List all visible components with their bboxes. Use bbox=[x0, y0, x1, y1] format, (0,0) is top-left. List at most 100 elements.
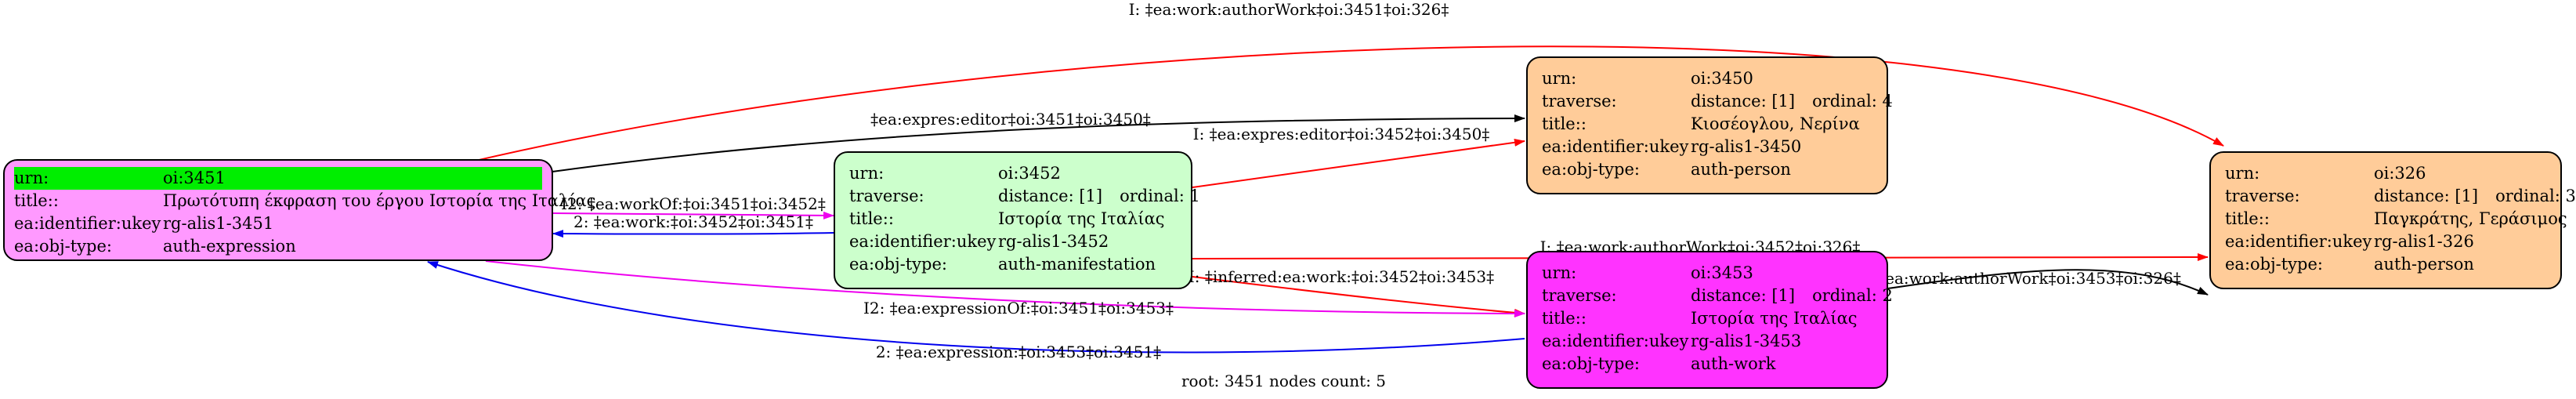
node-value: auth-work bbox=[1691, 354, 1776, 373]
edge-label-work-3452-3451: 2: ‡ea:work:‡oi:3452‡oi:3451‡ bbox=[573, 212, 813, 231]
node-key: ea:obj-type: bbox=[14, 237, 112, 256]
node-value: auth-person bbox=[2374, 255, 2474, 274]
edge-label-expres-editor-3451-3450: ‡ea:expres:editor‡oi:3451‡oi:3450‡ bbox=[870, 110, 1151, 129]
edge-authorwork-3451-326 bbox=[461, 45, 2224, 165]
node-key: ea:obj-type: bbox=[849, 255, 947, 274]
node-oi-326[interactable]: urn: oi:326 traverse: distance: [1] ordin… bbox=[2209, 151, 2576, 289]
node-row-urn: urn: oi:3450 bbox=[1542, 67, 1872, 90]
edge-inferred-3452-3453 bbox=[1192, 276, 1525, 317]
node-row-urn: urn: oi:3452 bbox=[849, 162, 1177, 185]
edge-work-3452-3451 bbox=[552, 230, 834, 238]
node-row-traverse: traverse: distance: [1] ordinal: 1 bbox=[849, 185, 1200, 208]
node-key: urn: bbox=[1542, 263, 1577, 282]
traverse-ordinal: ordinal: 4 bbox=[1812, 92, 1893, 111]
node-key: traverse: bbox=[849, 187, 924, 205]
node-value: auth-expression bbox=[163, 237, 296, 256]
node-oi-3451[interactable]: urn: oi:3451 title:: Πρωτότυπη έκφραση τ… bbox=[3, 159, 595, 261]
node-row-ukey: ea:identifier:ukey rg-alis1-3451 bbox=[14, 212, 542, 235]
node-value: Ιστορία της Ιταλίας bbox=[1691, 309, 1858, 328]
node-value: Παγκράτης, Γεράσιμος bbox=[2374, 209, 2567, 228]
node-value: distance: [1] ordinal: 2 bbox=[1691, 285, 1893, 307]
node-key: traverse: bbox=[1542, 286, 1617, 305]
node-value: Κιοσέογλου, Νερίνα bbox=[1691, 114, 1860, 133]
node-row-title: title:: Κιοσέογλου, Νερίνα bbox=[1542, 113, 1872, 136]
node-key: ea:identifier:ukey bbox=[849, 232, 997, 251]
node-key: ea:obj-type: bbox=[2225, 255, 2323, 274]
node-value: rg-alis1-326 bbox=[2374, 232, 2474, 251]
node-value: Ιστορία της Ιταλίας bbox=[998, 209, 1165, 228]
edge-label-expres-editor-3452-3450: I: ‡ea:expres:editor‡oi:3452‡oi:3450‡ bbox=[1193, 125, 1490, 143]
node-row-urn: urn: oi:3451 bbox=[14, 167, 542, 190]
edge-expres-editor-3451-3450 bbox=[552, 114, 1525, 172]
node-key: ea:identifier:ukey bbox=[14, 214, 161, 233]
node-row-urn: urn: oi:3453 bbox=[1542, 262, 1872, 285]
edge-expressionof-3451-3453 bbox=[485, 260, 1525, 317]
node-value: auth-person bbox=[1691, 160, 1791, 179]
traverse-distance: distance: [1] bbox=[1691, 92, 1796, 111]
node-row-traverse: traverse: distance: [1] ordinal: 4 bbox=[1542, 90, 1893, 113]
node-oi-3452[interactable]: urn: oi:3452 traverse: distance: [1] ordi… bbox=[834, 151, 1200, 289]
traverse-distance: distance: [1] bbox=[2374, 187, 2479, 205]
edge-authorwork-3453-326 bbox=[1887, 269, 2209, 296]
node-row-ukey: ea:identifier:ukey rg-alis1-3450 bbox=[1542, 136, 1872, 158]
traverse-ordinal: ordinal: 3 bbox=[2495, 187, 2576, 205]
node-row-title: title:: Παγκράτης, Γεράσιμος bbox=[2225, 208, 2567, 230]
node-row-obj-type: ea:obj-type: auth-person bbox=[1542, 158, 1872, 181]
edge-expres-editor-3452-3450 bbox=[1192, 138, 1525, 188]
node-row-title: title:: Πρωτότυπη έκφραση του έργου Ιστο… bbox=[14, 190, 595, 212]
node-value: rg-alis1-3453 bbox=[1691, 332, 1802, 350]
node-key: ea:identifier:ukey bbox=[1542, 332, 1689, 350]
traverse-ordinal: ordinal: 1 bbox=[1120, 187, 1200, 205]
node-row-title: title:: Ιστορία της Ιταλίας bbox=[849, 208, 1177, 230]
node-key: traverse: bbox=[1542, 92, 1617, 111]
node-value: distance: [1] ordinal: 4 bbox=[1691, 90, 1893, 113]
edge-workof-3451-3452 bbox=[552, 211, 834, 219]
graph-footer: root: 3451 nodes count: 5 bbox=[1181, 372, 1387, 390]
node-value: oi:3452 bbox=[998, 164, 1061, 183]
node-row-obj-type: ea:obj-type: auth-manifestation bbox=[849, 253, 1177, 276]
node-key: title:: bbox=[1542, 309, 1586, 328]
node-row-ukey: ea:identifier:ukey rg-alis1-3453 bbox=[1542, 330, 1872, 353]
node-key: ea:obj-type: bbox=[1542, 160, 1640, 179]
node-value: oi:3450 bbox=[1691, 69, 1753, 88]
node-value: oi:326 bbox=[2374, 164, 2426, 183]
node-row-traverse: traverse: distance: [1] ordinal: 2 bbox=[1542, 285, 1893, 307]
node-key: urn: bbox=[2225, 164, 2260, 183]
node-value: oi:3451 bbox=[163, 169, 226, 187]
node-value: distance: [1] ordinal: 3 bbox=[2374, 185, 2576, 208]
node-value: Πρωτότυπη έκφραση του έργου Ιστορία της … bbox=[163, 191, 596, 210]
node-value: auth-manifestation bbox=[998, 255, 1156, 274]
edge-label-inferred-3452-3453: I: ‡inferred:ea:work:‡oi:3452‡oi:3453‡ bbox=[1189, 267, 1494, 286]
node-row-obj-type: ea:obj-type: auth-work bbox=[1542, 353, 1872, 375]
node-row-ukey: ea:identifier:ukey rg-alis1-3452 bbox=[849, 230, 1177, 253]
node-key: ea:identifier:ukey bbox=[1542, 137, 1689, 156]
node-key: traverse: bbox=[2225, 187, 2300, 205]
node-key: urn: bbox=[14, 169, 49, 187]
node-oi-3450[interactable]: urn: oi:3450 traverse: distance: [1] ordi… bbox=[1526, 56, 1893, 194]
node-key: title:: bbox=[2225, 209, 2270, 228]
node-key: title:: bbox=[14, 191, 59, 210]
node-key: title:: bbox=[1542, 114, 1586, 133]
node-row-obj-type: ea:obj-type: auth-person bbox=[2225, 253, 2546, 276]
node-row-ukey: ea:identifier:ukey rg-alis1-326 bbox=[2225, 230, 2546, 253]
node-value: rg-alis1-3451 bbox=[163, 214, 274, 233]
node-row-title: title:: Ιστορία της Ιταλίας bbox=[1542, 307, 1872, 330]
edge-expression-3453-3451 bbox=[427, 261, 1525, 354]
edge-label-expression-3453-3451: 2: ‡ea:expression:‡oi:3453‡oi:3451‡ bbox=[876, 343, 1161, 361]
node-row-traverse: traverse: distance: [1] ordinal: 3 bbox=[2225, 185, 2576, 208]
node-key: urn: bbox=[1542, 69, 1577, 88]
traverse-distance: distance: [1] bbox=[1691, 286, 1796, 305]
node-key: ea:obj-type: bbox=[1542, 354, 1640, 373]
node-row-obj-type: ea:obj-type: auth-expression bbox=[14, 235, 542, 258]
node-value: rg-alis1-3450 bbox=[1691, 137, 1802, 156]
edge-label-authorwork-3451-326: I: ‡ea:work:authorWork‡oi:3451‡oi:326‡ bbox=[1129, 0, 1449, 19]
node-oi-3453[interactable]: urn: oi:3453 traverse: distance: [1] ordi… bbox=[1526, 251, 1893, 389]
traverse-ordinal: ordinal: 2 bbox=[1812, 286, 1893, 305]
node-key: ea:identifier:ukey bbox=[2225, 232, 2372, 251]
node-key: urn: bbox=[849, 164, 885, 183]
node-value: oi:3453 bbox=[1691, 263, 1753, 282]
edge-label-expressionof-3451-3453: I2: ‡ea:expressionOf:‡oi:3451‡oi:3453‡ bbox=[863, 299, 1174, 317]
node-row-urn: urn: oi:326 bbox=[2225, 162, 2546, 185]
traverse-distance: distance: [1] bbox=[998, 187, 1103, 205]
node-key: title:: bbox=[849, 209, 894, 228]
